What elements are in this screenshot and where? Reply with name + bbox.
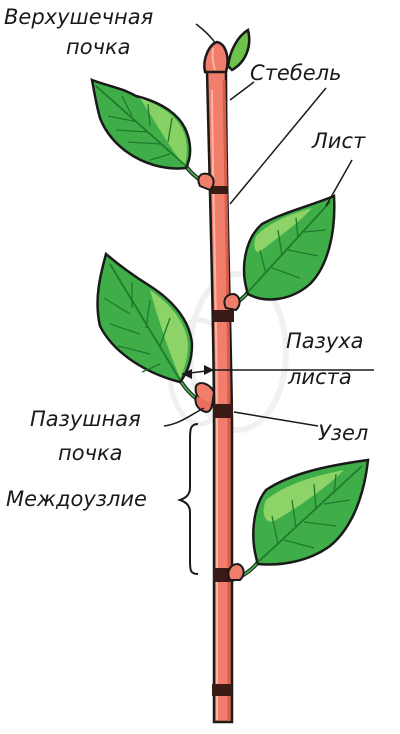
node-bands: [209, 186, 234, 696]
node-band-5: [212, 684, 232, 696]
label-leaf-axil-line2: листа: [287, 365, 352, 389]
internode-brace: [176, 423, 199, 575]
pointer-stem-long: [229, 87, 327, 205]
pointer-node: [233, 411, 319, 427]
node-band-3: [213, 404, 233, 418]
label-internode: Междоузлие: [6, 487, 147, 511]
node-band-2: [213, 310, 234, 322]
pointer-leaf: [325, 159, 353, 207]
apical-bud-leaflet: [226, 28, 251, 72]
label-leaf: Лист: [311, 129, 366, 153]
leaf-axil-arrow: [182, 365, 214, 379]
label-stem: Стебель: [250, 61, 342, 85]
label-apical-bud-line2: почка: [66, 35, 131, 59]
stem-highlight: [211, 89, 218, 720]
pointer-apical-bud: [195, 23, 217, 45]
leaf-lower-left: [96, 251, 212, 410]
label-axillary-bud-line2: почка: [58, 441, 123, 465]
label-axillary-bud-line1: Пазушная: [30, 407, 141, 431]
pointer-stem: [229, 81, 255, 101]
apical-bud: [203, 28, 251, 74]
label-apical-bud-line1: Верхушечная: [4, 5, 153, 29]
label-node: Узел: [318, 421, 368, 445]
node-band-1: [209, 186, 228, 194]
stem: [205, 68, 234, 724]
pointer-axillary-bud: [163, 407, 205, 427]
leaf-bottom-right: [227, 458, 370, 582]
axillary-bud: [194, 382, 216, 414]
leaf-middle-right: [223, 194, 336, 312]
pointer-lines: [163, 23, 374, 427]
leaf-upper-left: [90, 78, 215, 192]
stem-shade: [222, 79, 231, 720]
label-leaf-axil-line1: Пазуха: [286, 329, 364, 353]
